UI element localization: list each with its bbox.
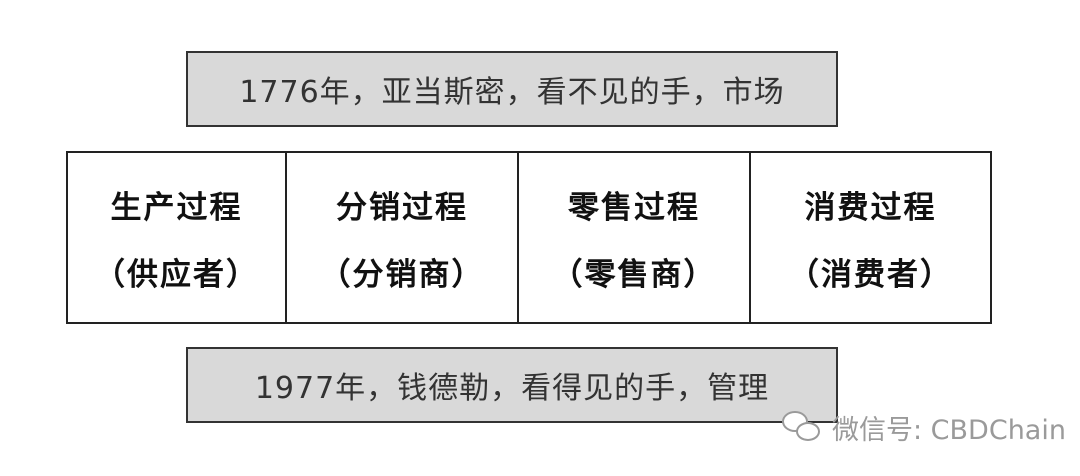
stage-title: 生产过程 bbox=[110, 189, 243, 226]
top-banner: 1776年，亚当斯密，看不见的手，市场 bbox=[186, 51, 838, 127]
stage-role: （消费者） bbox=[788, 256, 953, 293]
watermark-text: 微信号: CBDChain bbox=[832, 415, 1066, 446]
stage-title: 分销过程 bbox=[336, 189, 468, 226]
stage-title: 消费过程 bbox=[804, 189, 937, 226]
stage-role: （供应者） bbox=[94, 256, 259, 293]
stage-distribution: 分销过程 （分销商） bbox=[287, 153, 519, 322]
top-banner-text: 1776年，亚当斯密，看不见的手，市场 bbox=[239, 75, 785, 110]
stage-title: 零售过程 bbox=[568, 189, 700, 226]
stage-production: 生产过程 （供应者） bbox=[68, 153, 287, 322]
wechat-watermark: 微信号: CBDChain bbox=[782, 408, 1066, 447]
bottom-banner-text: 1977年，钱德勒，看得见的手，管理 bbox=[254, 371, 770, 406]
stage-role: （分销商） bbox=[319, 256, 485, 293]
wechat-icon bbox=[782, 410, 822, 445]
bottom-banner: 1977年，钱德勒，看得见的手，管理 bbox=[186, 347, 838, 423]
stage-role: （零售商） bbox=[551, 256, 717, 293]
stages-table: 生产过程 （供应者） 分销过程 （分销商） 零售过程 （零售商） 消费过程 （消… bbox=[66, 151, 992, 324]
stage-consumption: 消费过程 （消费者） bbox=[751, 153, 990, 322]
stage-retail: 零售过程 （零售商） bbox=[519, 153, 751, 322]
